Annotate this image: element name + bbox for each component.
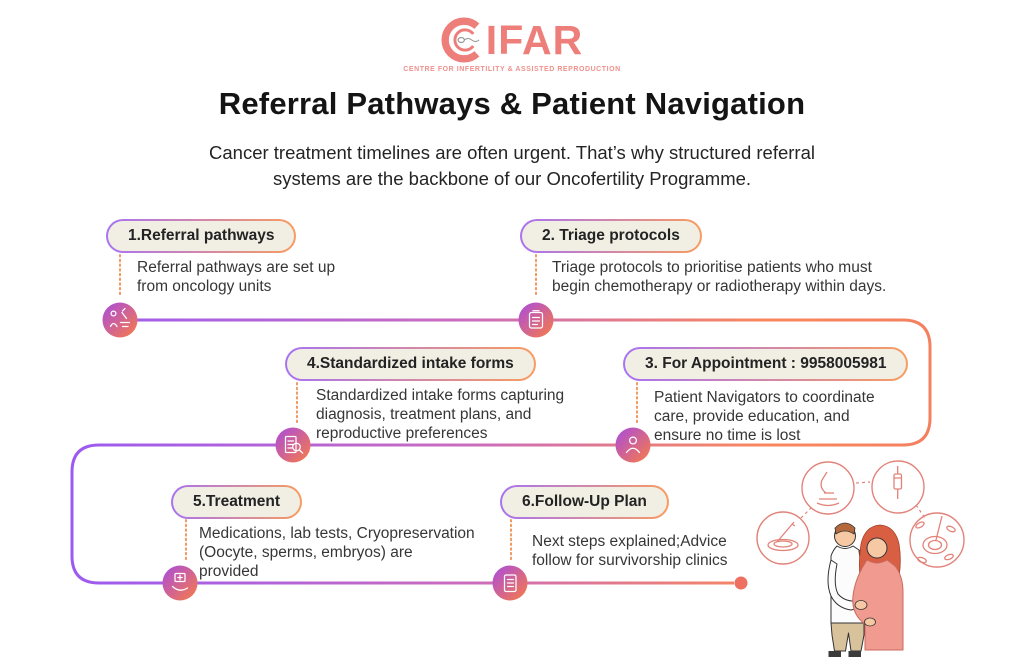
flow-nodes <box>102 302 651 601</box>
syringe-icon <box>893 466 903 499</box>
pregnant-woman-figure <box>852 524 904 651</box>
node-step-1 <box>102 302 138 338</box>
page-title: Referral Pathways & Patient Navigation <box>218 86 806 121</box>
step-description-2: Triage protocols to prioritise patients … <box>552 259 887 295</box>
step-description-1: Referral pathways are set up from oncolo… <box>137 259 336 295</box>
brand-tagline: CENTRE FOR INFERTILITY & ASSISTED REPROD… <box>403 66 621 73</box>
man-hand-on-belly <box>854 600 868 610</box>
petri-dish-circle <box>756 511 810 565</box>
step-description-3: Patient Navigators to coordinate care, p… <box>654 389 875 444</box>
hand-medkit-icon <box>171 572 189 591</box>
step-badge-1: 1.Referral pathways <box>106 219 296 253</box>
node-step-3 <box>615 427 651 463</box>
brand-logo: IFAR <box>0 14 1024 66</box>
step-description-5: Medications, lab tests, Cryopreservation… <box>199 525 475 580</box>
triage-clipboard-icon <box>528 310 544 329</box>
couple-illustration <box>827 522 904 657</box>
woman-head <box>866 537 888 559</box>
step-badge-4: 4.Standardized intake forms <box>285 347 536 381</box>
brand-name: IFAR <box>485 16 584 63</box>
step-description-6: Next steps explained;Advice follow for s… <box>532 533 728 569</box>
patient-navigator-icon <box>625 436 641 454</box>
embryo-icon <box>915 515 956 564</box>
followup-checklist-icon <box>503 574 517 593</box>
microscope-icon <box>816 471 840 507</box>
microscope-circle <box>801 461 855 515</box>
document-search-icon <box>284 435 304 454</box>
woman-hand-on-belly <box>864 617 876 627</box>
page-subtitle: Cancer treatment timelines are often urg… <box>0 140 1024 191</box>
step-badge-5: 5.Treatment <box>171 485 302 519</box>
petri-dish-icon <box>767 521 799 552</box>
step-badge-3: 3. For Appointment : 9958005981 <box>623 347 908 381</box>
oncology-referral-icon <box>109 307 131 328</box>
node-step-5 <box>162 565 198 601</box>
man-hair <box>834 522 856 535</box>
fertility-couple-illustration <box>756 460 965 657</box>
subtitle-line-1: Cancer treatment timelines are often urg… <box>209 142 815 163</box>
syringe-circle <box>871 460 925 514</box>
step-badge-2: 2. Triage protocols <box>520 219 702 253</box>
step-badge-6: 6.Follow-Up Plan <box>500 485 669 519</box>
dashed-links <box>800 481 926 519</box>
subtitle-line-2: systems are the backbone of our Oncofert… <box>272 167 752 189</box>
node-step-2 <box>518 302 554 338</box>
flow-connector-path <box>70 318 932 585</box>
flow-end-dot <box>734 576 748 590</box>
cifar-c-logo-icon <box>441 17 480 63</box>
dotted-connectors <box>119 254 638 563</box>
woman-dress <box>852 559 904 651</box>
step-description-4: Standardized intake forms capturing diag… <box>316 387 565 442</box>
